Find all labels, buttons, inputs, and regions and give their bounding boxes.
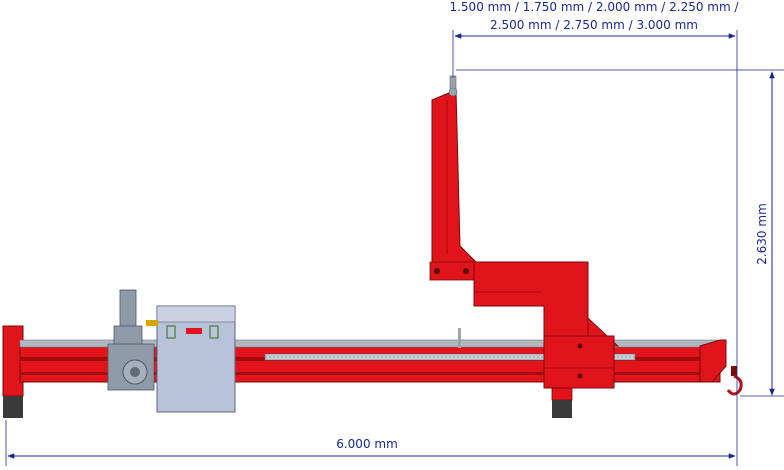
height-label: 2.630 mm (755, 203, 769, 265)
dimension-height: 2.630 mm (740, 71, 784, 397)
hook (726, 366, 743, 396)
top-width-label-line1: 1.500 mm / 1.750 mm / 2.000 mm / 2.250 m… (449, 0, 739, 14)
motor-column (119, 289, 137, 331)
base-length-label: 6.000 mm (336, 437, 398, 451)
control-housing (146, 305, 236, 413)
top-width-label-line2: 2.500 mm / 2.750 mm / 3.000 mm (490, 18, 698, 32)
crane-boom (429, 75, 620, 389)
right-foot (552, 400, 572, 418)
stop-pin (458, 328, 461, 348)
dimension-base-length: 6.000 mm (5, 400, 738, 466)
drive-assembly (107, 289, 155, 391)
dimension-top-width: 1.500 mm / 1.750 mm / 2.000 mm / 2.250 m… (449, 0, 784, 400)
left-foot (3, 396, 23, 418)
